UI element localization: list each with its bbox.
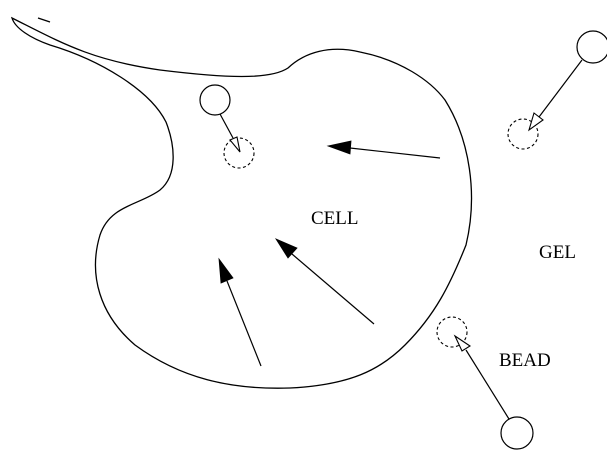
traction-arrow-3 bbox=[218, 257, 262, 367]
bead-displaced bbox=[436, 316, 468, 348]
bead-original bbox=[576, 30, 607, 64]
protrusion-tip bbox=[37, 17, 51, 23]
bead-displacement-upper bbox=[507, 30, 607, 150]
bead-original bbox=[199, 84, 231, 116]
bead-displacement-lower bbox=[436, 316, 534, 450]
bead-displaced bbox=[507, 118, 539, 150]
traction-arrow-2 bbox=[274, 238, 375, 325]
bead-displacement-inner bbox=[199, 84, 255, 169]
bead-original bbox=[500, 416, 534, 450]
bead-displaced bbox=[223, 137, 255, 169]
label-bead: BEAD bbox=[499, 350, 551, 371]
traction-arrow-1 bbox=[326, 140, 441, 159]
label-cell: CELL bbox=[311, 208, 359, 229]
label-gel: GEL bbox=[539, 242, 576, 263]
cell-outline bbox=[10, 16, 473, 389]
